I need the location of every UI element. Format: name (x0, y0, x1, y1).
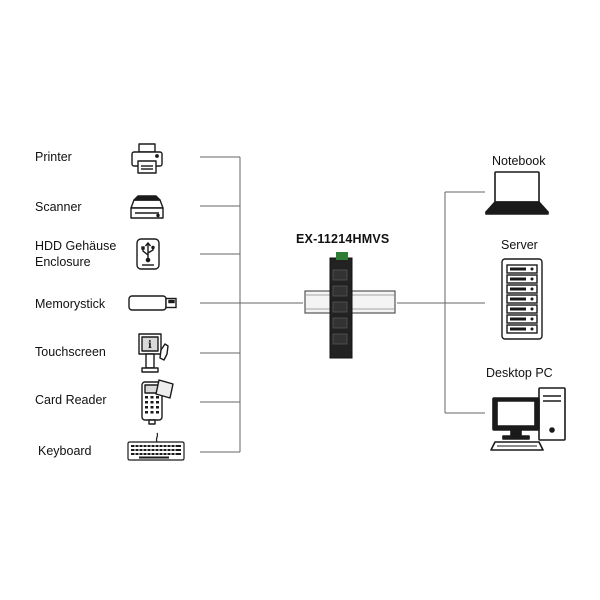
label-hdd-enclosure: HDD Gehäuse Enclosure (35, 239, 117, 269)
label-scanner: Scanner (35, 200, 82, 214)
label-card-reader: Card Reader (35, 393, 107, 407)
touchscreen-kiosk-icon: i (138, 333, 169, 373)
desktop-pc-icon (490, 387, 566, 451)
printer-icon (131, 143, 163, 174)
label-printer: Printer (35, 150, 72, 164)
usb-stick-icon (128, 295, 177, 311)
hub-title: EX-11214HMVS (296, 232, 390, 246)
usb-hub-din-rail-icon (304, 252, 396, 359)
label-keyboard: Keyboard (38, 444, 92, 458)
label-notebook: Notebook (492, 154, 546, 168)
label-desktop-pc: Desktop PC (486, 366, 553, 380)
label-memorystick: Memorystick (35, 297, 106, 311)
svg-text:i: i (148, 340, 152, 351)
card-reader-icon (141, 379, 174, 425)
scanner-icon (130, 195, 164, 219)
label-touchscreen: Touchscreen (35, 345, 106, 359)
server-icon (501, 258, 543, 340)
keyboard-icon (127, 432, 185, 461)
label-server: Server (501, 238, 538, 252)
notebook-icon (485, 171, 549, 215)
usb-drive-enclosure-icon (136, 238, 160, 270)
